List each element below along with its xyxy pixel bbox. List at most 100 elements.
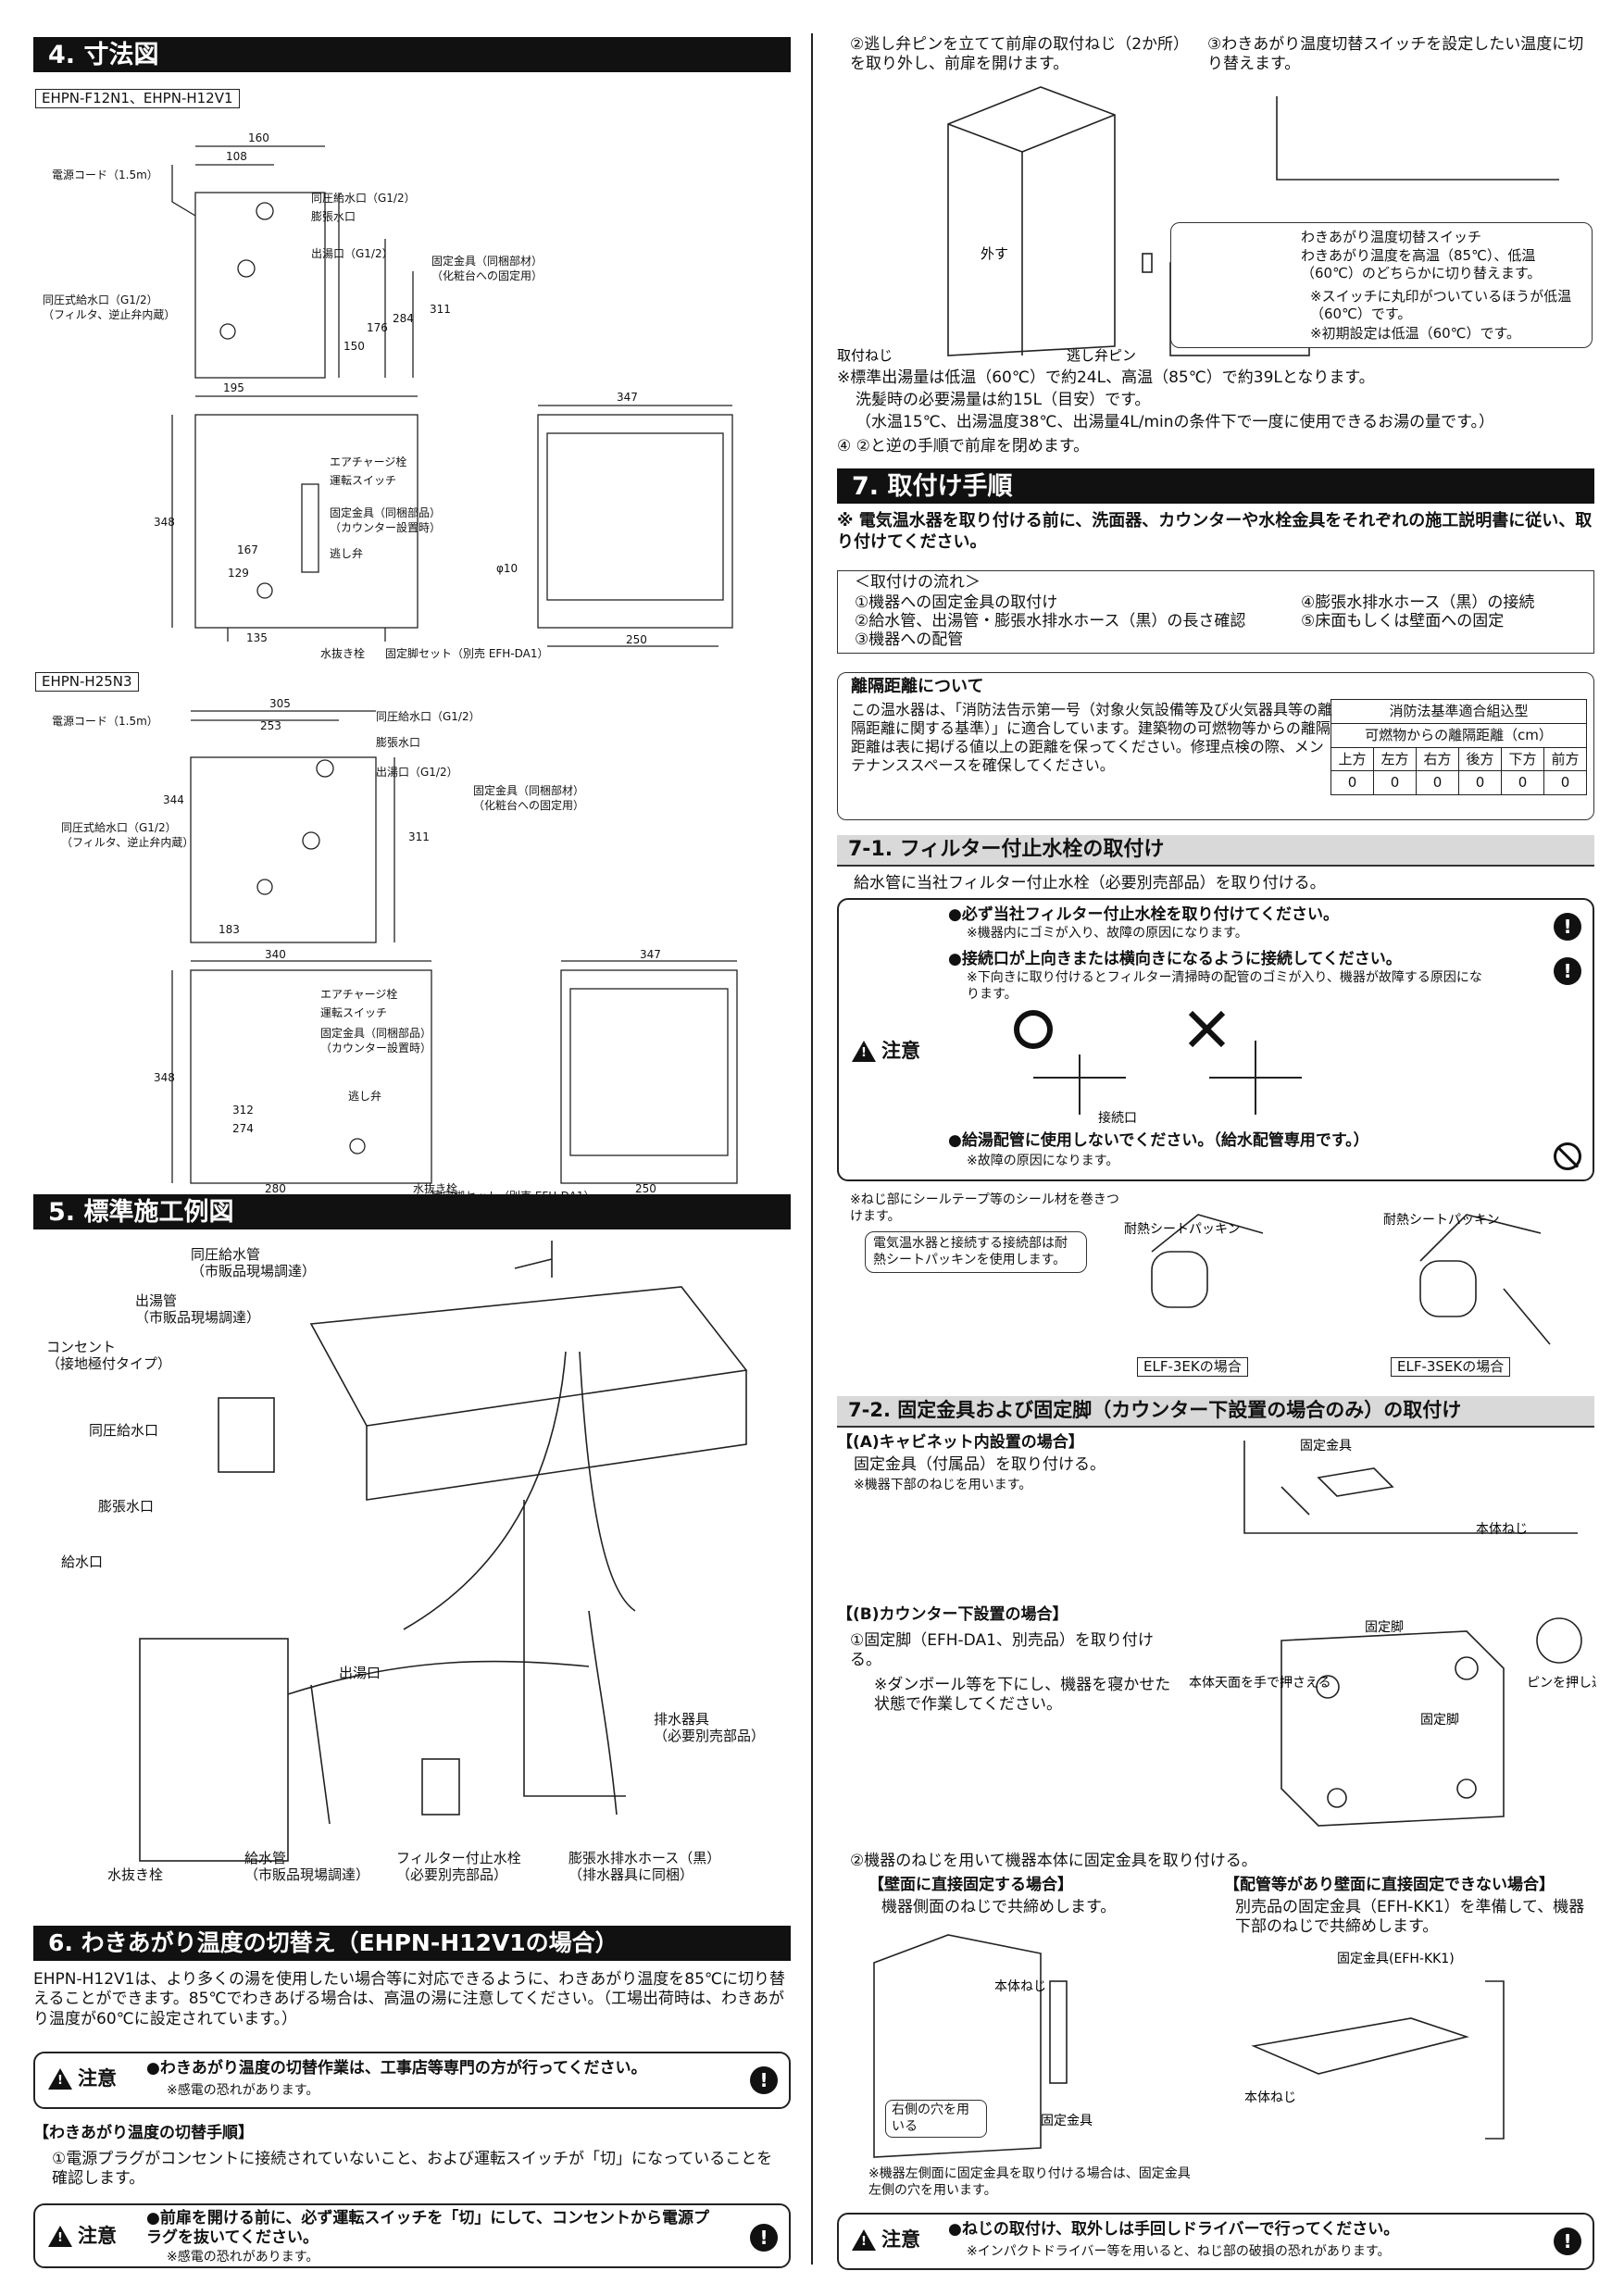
caution-label-filter: 注意 xyxy=(852,1039,920,1063)
model-elf3sek: ELF-3SEKの場合 xyxy=(1391,1357,1511,1377)
dim-348: 348 xyxy=(154,516,175,529)
caution-box-1: 注意 ●わきあがり温度の切替作業は、工事店等専門の方が行ってください。 ※感電の… xyxy=(33,2052,791,2109)
packing-note-box: 電気温水器と接続する接続部は耐熱シートパッキンを使用します。 xyxy=(865,1231,1087,1273)
label-feed-pipe: 給水管 xyxy=(244,1850,286,1866)
filter-caution-3-sub: ※故障の原因になります。 xyxy=(967,1154,1119,1168)
label-inlet-b: 同圧式給水口（G1/2） xyxy=(61,821,177,834)
dim-167: 167 xyxy=(237,543,258,556)
caution-2-text: ●前扉を開ける前に、必ず運転スイッチを「切」にして、コンセントから電源プラグを抜… xyxy=(146,2209,709,2248)
right-column: ②逃し弁ピンを立てて前扉の取付ねじ（2か所）を取り外し、前扉を開けます。 ③わき… xyxy=(837,33,1596,2274)
label-outlet-port: 出湯口（G1/2） xyxy=(311,247,394,260)
column-divider xyxy=(811,33,813,2265)
pipe-title: 【配管等があり壁面に直接固定できない場合】 xyxy=(1224,1876,1555,1894)
model-label-a: EHPN-F12N1、EHPN-H12V1 xyxy=(35,89,240,108)
label-expansion-inlet: 膨張水口 xyxy=(98,1498,154,1515)
label-power-cord: 電源コード（1.5m） xyxy=(52,168,158,181)
caution-1-text: ●わきあがり温度の切替作業は、工事店等専門の方が行ってください。 xyxy=(146,2059,647,2078)
filter-caution-2: ●接続口が上向きまたは横向きになるように接続してください。 xyxy=(948,950,1402,968)
label-inlet-note: （フィルタ、逆止弁内蔵） xyxy=(43,307,175,321)
dim-312: 312 xyxy=(232,1104,254,1117)
exclamation-icon: ! xyxy=(750,2224,778,2252)
label-feed-pipe-note: （市販品現場調達） xyxy=(244,1866,369,1883)
exclamation-icon: ! xyxy=(1554,913,1581,941)
dim-150: 150 xyxy=(344,340,365,353)
bracket-wall-illustration: 本体ねじ 固定金具 固定金具(EFH-KK1) 本体ねじ xyxy=(873,1934,1505,2158)
table-cell: 0 xyxy=(1416,770,1459,795)
label-counter-install: （カウンター設置時） xyxy=(330,520,441,534)
sub-b-note: ※ダンボール等を下にし、機器を寝かせた状態で作業してください。 xyxy=(874,1676,1171,1715)
step-2-text: ②逃し弁ピンを立てて前扉の取付ねじ（2か所）を取り外し、前扉を開けます。 xyxy=(850,35,1190,74)
label-drain-fixture: 排水器具 xyxy=(654,1711,709,1728)
label-inlet: 同圧式給水口（G1/2） xyxy=(43,293,158,306)
table-cell: 0 xyxy=(1373,770,1417,795)
filter-caution-1: ●必ず当社フィルター付止水栓を取り付けてください。 xyxy=(948,905,1339,924)
label-supply-pipe: 同圧給水管 xyxy=(191,1246,260,1263)
front-view-a xyxy=(537,414,733,629)
warning-icon xyxy=(48,2225,72,2247)
label-fixing-bracket: 固定金具（同梱部材） xyxy=(431,254,543,268)
label-push-pin: ピンを押し込む xyxy=(1527,1676,1596,1691)
caution-box-filter: 注意 ●必ず当社フィルター付止水栓を取り付けてください。 ※機器内にゴミが入り、… xyxy=(837,898,1594,1181)
procedure-title: 【わきあがり温度の切替手順】 xyxy=(33,2124,254,2142)
label-run-switch-b: 運転スイッチ xyxy=(320,1006,387,1019)
label-relief-pin: 逃し弁ピン xyxy=(1067,347,1136,364)
filter-caution-2-sub: ※下向きに取り付けるとフィルター清掃時の配管のゴミが入り、機器が故障する原因にな… xyxy=(967,970,1482,1002)
label-kk1: 固定金具(EFH-KK1) xyxy=(1337,1952,1455,1966)
label-drain-fixture-note: （必要別売部品） xyxy=(654,1728,765,1744)
dim-250: 250 xyxy=(626,633,647,646)
distance-text: この温水器は、「消防法告示第一号（対象火気設備等及び火気器具等の離隔距離に関する… xyxy=(851,701,1333,774)
label-bracket-b: 固定金具（同梱部品） xyxy=(330,505,441,519)
warning-icon xyxy=(852,2228,876,2251)
side-view-a xyxy=(194,414,418,629)
label-fixing-bracket-note-b: （化粧台への固定用） xyxy=(473,798,584,812)
section-6-intro: EHPN-H12V1は、より多くの湯を使用したい場合等に対応できるように、わきあ… xyxy=(33,1970,786,2028)
label-bracket-wall: 固定金具 xyxy=(1041,2114,1093,2128)
dim-305: 305 xyxy=(269,697,291,710)
label-air-charge-b: エアチャージ栓 xyxy=(320,987,397,1001)
install-flow-box: ＜取付けの流れ＞ ①機器への固定金具の取付け ②給水管、出湯管・膨張水排水ホース… xyxy=(837,570,1594,654)
section-7-2-header: 7-2. 固定金具および固定脚（カウンター下設置の場合のみ）の取付け xyxy=(837,1396,1594,1428)
caution-label-1: 注意 xyxy=(48,2066,117,2090)
wall-title: 【壁面に直接固定する場合】 xyxy=(868,1876,1073,1894)
model-elf3ek: ELF-3EKの場合 xyxy=(1137,1357,1248,1377)
table-header-1: 消防法基準適合組込型 xyxy=(1330,699,1587,724)
label-packing-ek: 耐熱シートパッキン xyxy=(1124,1222,1241,1237)
label-outlet-pipe: 出湯管 xyxy=(135,1292,177,1309)
table-header-2: 可燃物からの離隔距離（cm） xyxy=(1330,722,1587,748)
label-expansion-port: 膨張水口 xyxy=(311,210,356,223)
caution-label-2: 注意 xyxy=(48,2224,117,2248)
note-standard-output: ※標準出湯量は低温（60℃）で約24L、高温（85℃）で約39Lとなります。 xyxy=(837,368,1375,387)
switch-desc: わきあがり温度を高温（85℃）、低温（60℃）のどちらかに切り替えます。 xyxy=(1301,247,1542,281)
right-hole-note: 右側の穴を用いる xyxy=(885,2100,987,2138)
table-cell: 0 xyxy=(1501,770,1544,795)
section-7-1-header: 7-1. フィルター付止水栓の取付け xyxy=(837,835,1594,867)
seal-tape-note: ※ねじ部にシールテープ等のシール材を巻きつけます。 xyxy=(850,1192,1119,1224)
dim-280: 280 xyxy=(265,1182,286,1195)
filter-caution-1-sub: ※機器内にゴミが入り、故障の原因になります。 xyxy=(967,926,1248,941)
left-column: 4. 寸法図 EHPN-F12N1、EHPN-H12V1 xyxy=(33,37,791,2268)
sub-a-note: ※機器下部のねじを用います。 xyxy=(854,1478,1032,1492)
warning-icon xyxy=(48,2067,72,2090)
sub-b-title: 【(B)カウンター下設置の場合】 xyxy=(837,1605,1068,1624)
dimension-drawing-b: 305 253 電源コード（1.5m） 同圧給水口（G1/2） 膨張水口 出湯口… xyxy=(52,697,738,1203)
label-drain-plug-s5: 水抜き栓 xyxy=(107,1866,163,1883)
ng-icon xyxy=(1188,1010,1226,1048)
exclamation-icon: ! xyxy=(1554,2227,1581,2255)
label-press-top: 本体天面を手で押さえる xyxy=(1189,1676,1331,1691)
filter-caution-3: ●給湯配管に使用しないでください。（給水配管専用です。） xyxy=(948,1131,1369,1150)
pipe-text: 別売品の固定金具（EFH-KK1）を準備して、機器下部のねじで共締めします。 xyxy=(1235,1898,1585,1937)
label-supply-port: 同圧給水口（G1/2） xyxy=(311,192,416,205)
dim-250-b: 250 xyxy=(635,1182,656,1195)
label-bracket-b2: 固定金具（同梱部品） xyxy=(320,1026,431,1040)
dim-311-b: 311 xyxy=(408,830,430,843)
exclamation-icon: ! xyxy=(750,2066,778,2094)
side-view-b xyxy=(190,969,432,1184)
dim-183: 183 xyxy=(219,923,240,936)
label-relief-valve: 逃し弁 xyxy=(330,546,363,560)
dim-284: 284 xyxy=(393,312,414,325)
front-view-b xyxy=(560,969,738,1184)
screw-caution-text: ●ねじの取付け、取外しは手回しドライバーで行ってください。 xyxy=(948,2220,1400,2239)
section-7-1-intro: 給水管に当社フィルター付止水栓（必要別売部品）を取り付ける。 xyxy=(854,874,1326,892)
front-door-illustration: 外す 取付ねじ 逃し弁ピン 低温 高温 xyxy=(837,86,1559,364)
cabinet-bracket-illustration: 固定金具 本体ねじ xyxy=(1243,1439,1578,1537)
